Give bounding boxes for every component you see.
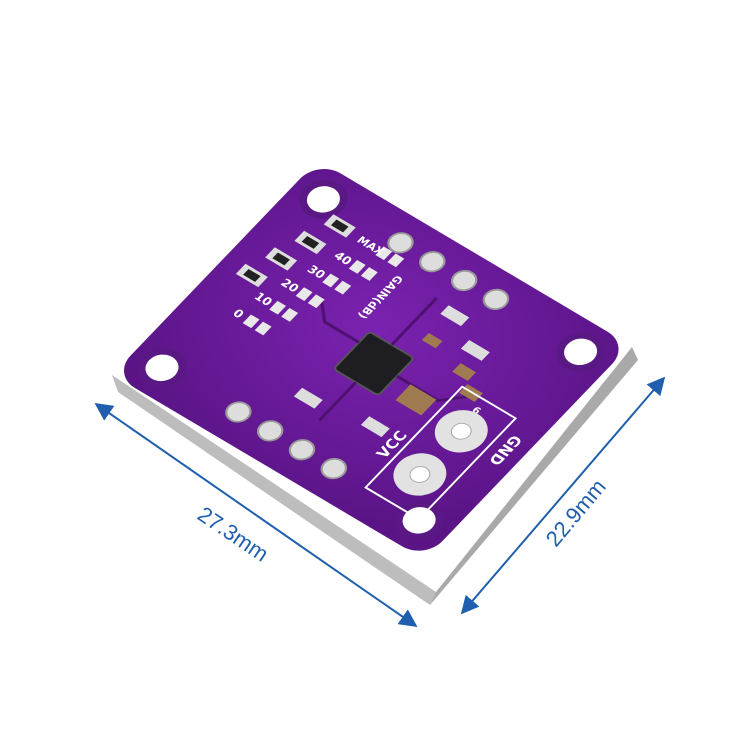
gain-jumpers [242, 246, 405, 336]
header-pins-top [387, 232, 510, 310]
length-dimension-label: 27.3mm [193, 501, 273, 566]
board: MAX 40 30 20 10 0 GAIN(dB) 6 GND VCC [124, 169, 619, 551]
width-dimension-label: 22.9mm [541, 474, 611, 551]
length-dimension-line [94, 402, 418, 628]
width-dimension-line [460, 376, 666, 615]
